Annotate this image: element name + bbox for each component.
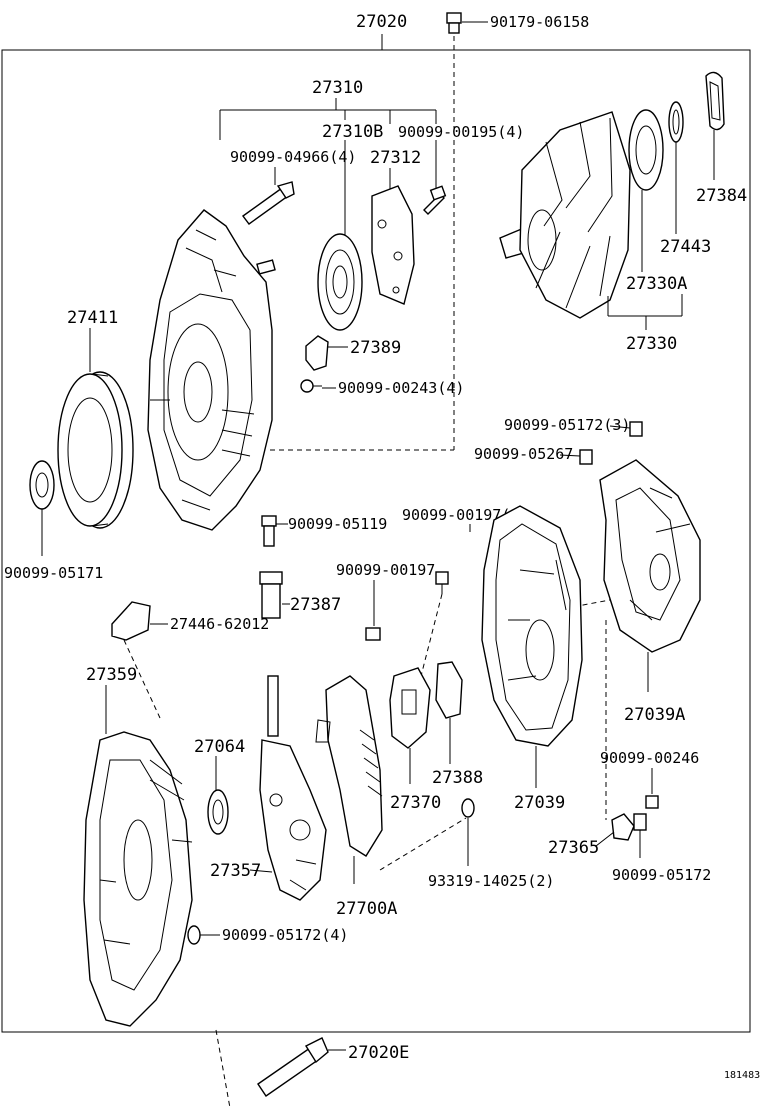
bearing-27330A[interactable] (628, 109, 664, 191)
screw-90099-00197-pair[interactable] (435, 571, 449, 594)
brush-cover-27388[interactable] (435, 661, 463, 719)
insulator-27365[interactable] (611, 813, 635, 841)
label-27357: 27357 (210, 861, 261, 881)
label-27370: 27370 (390, 793, 441, 813)
label-90099-00246: 90099-00246 (600, 749, 699, 767)
drive-end-frame-housing[interactable] (147, 209, 273, 531)
dashed-axis-bolt (419, 593, 443, 681)
figure-code: 181483C (724, 1070, 760, 1081)
label-27700A: 27700A (336, 899, 397, 919)
label-27330A: 27330A (626, 274, 687, 294)
bolt-90099-00246[interactable] (645, 795, 659, 809)
label-27310B: 27310B (322, 122, 383, 142)
nut-90099-05172-x3[interactable] (629, 421, 643, 437)
label-27020: 27020 (356, 12, 407, 32)
rectifier-27357[interactable] (259, 675, 327, 901)
screw-90099-00195[interactable] (423, 185, 447, 215)
brush-holder-27370[interactable] (389, 667, 431, 749)
label-27389: 27389 (350, 338, 401, 358)
label-27411: 27411 (67, 308, 118, 328)
label-90099-05171: 90099-05171 (4, 564, 103, 582)
label-27312: 27312 (370, 148, 421, 168)
label-27388: 27388 (432, 768, 483, 788)
nut-90099-05172[interactable] (633, 813, 647, 831)
nut-90099-05172-x4[interactable] (187, 925, 201, 945)
retainer-plate-27312[interactable] (371, 185, 415, 305)
bracket-27330 (607, 294, 683, 330)
label-27330: 27330 (626, 334, 677, 354)
label-90099-05172-3: 90099-05172(3) (504, 416, 630, 434)
label-27039A: 27039A (624, 705, 685, 725)
rectifier-end-frame-27039[interactable] (481, 505, 583, 747)
dashed-axis-bolt-bottom (215, 1029, 231, 1109)
label-27039: 27039 (514, 793, 565, 813)
insulator-ring-27064[interactable] (207, 789, 229, 835)
label-27443: 27443 (660, 237, 711, 257)
label-27020E: 27020E (348, 1043, 409, 1063)
label-90099-00197: 90099-00197 (336, 561, 435, 579)
terminal-insulator-27389[interactable] (305, 335, 329, 371)
assembly-boundary-frame (1, 49, 751, 1033)
rear-end-cover-27039A[interactable] (599, 459, 701, 653)
pulley-27411[interactable] (57, 371, 134, 529)
bearing-cover-27384[interactable] (705, 71, 725, 131)
label-90099-05172: 90099-05172 (612, 866, 711, 884)
through-bolt-27020E[interactable] (257, 1037, 329, 1097)
rotor-assembly-27330A[interactable] (499, 111, 631, 319)
rear-frame-27359[interactable] (83, 731, 193, 1027)
label-90099-00243: 90099-00243(4) (338, 379, 464, 397)
dashed-axis-lower (379, 817, 467, 871)
terminal-insulator-27446-62012[interactable] (111, 601, 151, 641)
label-27387: 27387 (290, 595, 341, 615)
bracket-27310 (219, 98, 437, 140)
label-93319-14025: 93319-14025(2) (428, 872, 554, 890)
label-90179-06158: 90179-06158 (490, 13, 589, 31)
label-90099-05267: 90099-05267 (474, 445, 573, 463)
screw-90099-00197[interactable] (365, 627, 381, 641)
washer-93319-14025[interactable] (461, 798, 475, 818)
nut-90099-05119[interactable] (261, 515, 277, 547)
screw-90099-00243[interactable] (300, 379, 322, 393)
terminal-sleeve-27387[interactable] (259, 571, 283, 619)
label-27359: 27359 (86, 665, 137, 685)
housing-stud (256, 259, 276, 275)
bearing-27310B[interactable] (317, 233, 363, 331)
label-90099-05172-4: 90099-05172(4) (222, 926, 348, 944)
spacer-ring-27443[interactable] (668, 101, 684, 143)
voltage-regulator-27700A[interactable] (315, 675, 383, 857)
label-27064: 27064 (194, 737, 245, 757)
label-90099-04966: 90099-04966(4) (230, 148, 356, 166)
label-27365: 27365 (548, 838, 599, 858)
label-27384: 27384 (696, 186, 747, 206)
pulley-nut-90099-05171[interactable] (29, 460, 55, 510)
label-27446-62012: 27446-62012 (170, 615, 269, 633)
cap-nut-90179-06158[interactable] (446, 12, 462, 34)
label-27310: 27310 (312, 78, 363, 98)
nut-90099-05267[interactable] (579, 449, 593, 465)
label-90099-05119: 90099-05119 (288, 515, 387, 533)
label-90099-00195: 90099-00195(4) (398, 123, 524, 141)
stud-bolt-90099-04966[interactable] (242, 181, 295, 225)
